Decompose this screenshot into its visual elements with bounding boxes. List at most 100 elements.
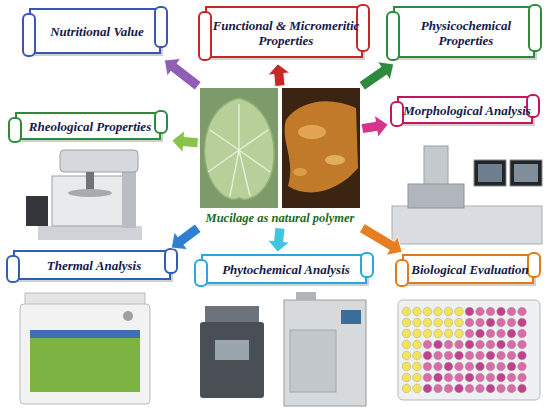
ftir-body (200, 322, 264, 398)
well (465, 351, 474, 360)
well (518, 351, 527, 360)
well (476, 351, 485, 360)
sem-screen (514, 164, 538, 182)
well (486, 307, 495, 316)
ftir-cover (205, 306, 259, 324)
well (455, 373, 464, 382)
banner-roll (199, 12, 211, 60)
well (465, 329, 474, 338)
well (423, 362, 432, 371)
banner-roll (529, 5, 541, 51)
banner-roll (7, 256, 19, 282)
rheometer-display (26, 196, 48, 226)
sem-monitor (510, 160, 542, 186)
block-arrow (268, 228, 290, 253)
banner-title: Nutritional Value (36, 24, 156, 42)
well (413, 340, 422, 349)
banner-title: Functional & Micromeritic Properties (196, 18, 374, 51)
sem-desk (392, 206, 542, 244)
well (486, 351, 495, 360)
leaf-veins (208, 104, 270, 196)
banner-roll (361, 253, 373, 277)
well (486, 362, 495, 371)
banner-body (14, 251, 170, 279)
well (413, 351, 422, 360)
well (476, 384, 485, 393)
thermal-body (20, 304, 150, 404)
well (455, 340, 464, 349)
well (497, 307, 506, 316)
well (465, 384, 474, 393)
block-arrow (164, 59, 201, 90)
well (455, 318, 464, 327)
well (402, 318, 411, 327)
well (413, 362, 422, 371)
rheometer-head (60, 150, 138, 172)
thermal-stripe (30, 330, 140, 338)
gc-screen (341, 310, 361, 324)
well (444, 307, 453, 316)
well (423, 373, 432, 382)
well (507, 307, 516, 316)
well (402, 329, 411, 338)
well (486, 384, 495, 393)
banner-roll (396, 260, 408, 286)
gel-highlight (293, 168, 307, 176)
leaf (205, 98, 275, 199)
ftir-window (215, 340, 249, 360)
well (476, 318, 485, 327)
well (423, 307, 432, 316)
well (444, 318, 453, 327)
well (486, 373, 495, 382)
thermal-knob (123, 311, 133, 321)
well (423, 384, 432, 393)
well (518, 340, 527, 349)
well (507, 329, 516, 338)
well (497, 329, 506, 338)
well (444, 351, 453, 360)
well (497, 362, 506, 371)
block-arrow (172, 131, 198, 153)
well (507, 384, 516, 393)
well (465, 362, 474, 371)
well (507, 318, 516, 327)
well (518, 373, 527, 382)
gel-highlight (325, 155, 345, 165)
well (434, 307, 443, 316)
scroll-node: Thermal Analysis (4, 248, 182, 286)
well (423, 329, 432, 338)
well (455, 362, 464, 371)
well (507, 340, 516, 349)
banner-roll (195, 260, 207, 286)
well (497, 384, 506, 393)
well (413, 318, 422, 327)
well (518, 384, 527, 393)
banner-roll (391, 102, 403, 126)
scroll-node: Functional & Micromeritic Properties (196, 4, 374, 64)
rheometer-spindle (86, 172, 94, 190)
well (518, 362, 527, 371)
well (402, 307, 411, 316)
mucilage-gel (285, 101, 358, 192)
block-arrow (268, 64, 290, 87)
banner-roll (528, 253, 540, 277)
banner-roll (155, 111, 167, 133)
sem-screen (478, 164, 502, 182)
well (423, 351, 432, 360)
well-plate (398, 300, 540, 400)
sem-chamber (408, 184, 464, 208)
well (465, 373, 474, 382)
banner-body (30, 9, 160, 53)
leaf-photo (200, 88, 278, 208)
banner-title: Thermal Analysis (33, 258, 154, 276)
well (476, 373, 485, 382)
gel-highlight (298, 125, 326, 139)
well (455, 329, 464, 338)
well (476, 307, 485, 316)
well (497, 373, 506, 382)
well (486, 318, 495, 327)
well (413, 307, 422, 316)
well (465, 318, 474, 327)
block-arrow (171, 224, 201, 250)
banner-roll (165, 249, 177, 273)
